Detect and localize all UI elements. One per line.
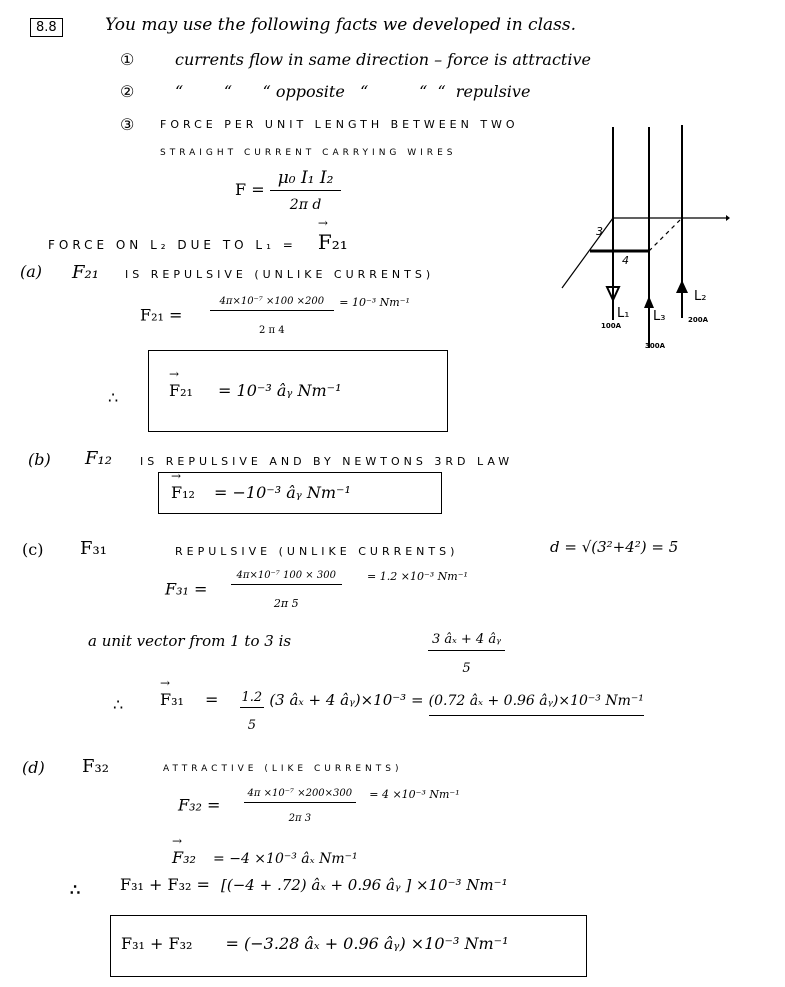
wire-l1-label: L₁: [617, 306, 629, 321]
part-d-sum-eq: F₃₁ + F₃₂ = [(−4 + .72) âₓ + 0.96 âᵧ ] ×…: [120, 875, 508, 894]
part-b-boxed-rhs: = −10⁻³ âᵧ Nm⁻¹: [214, 483, 351, 502]
force-definition: Force on L₂ due to L₁ = F₂₁: [48, 216, 348, 254]
wire-l3-label: L₃: [653, 309, 665, 324]
part-b-statement: is repulsive and by Newtons 3rd law: [140, 455, 514, 468]
wire-l2-current: 200A: [688, 316, 709, 324]
part-a-boxed-rhs: = 10⁻³ âᵧ Nm⁻¹: [218, 381, 342, 400]
part-d-vec-rhs: = −4 ×10⁻³ âₓ Nm⁻¹: [213, 851, 358, 867]
part-d-boxed-eq: F₃₁ + F₃₂ = (−3.28 âₓ + 0.96 âᵧ) ×10⁻³ N…: [121, 934, 509, 953]
part-c-calc-result: = 1.2 ×10⁻³ Nm⁻¹: [367, 570, 468, 583]
part-c-result-coef-den: 5: [247, 718, 257, 733]
part-b-result-box: F₁₂ = −10⁻³ âᵧ Nm⁻¹: [158, 469, 442, 514]
dim-z-label: 3: [596, 225, 603, 238]
part-d-sum-lhs: F₃₁ + F₃₂ =: [120, 875, 210, 894]
part-c-result-lhs: F₃₁: [160, 676, 184, 709]
part-c-calc-den: 2π 5: [273, 597, 299, 610]
dim-x-label: 4: [622, 254, 629, 267]
force-definition-text: Force on L₂ due to L₁ =: [48, 238, 297, 252]
fact-1-text: currents flow in same direction – force …: [175, 50, 591, 69]
force-definition-symbol: F₂₁: [318, 216, 348, 254]
part-a-label: (a): [20, 262, 43, 281]
part-b-symbol: F₁₂: [85, 448, 112, 469]
part-a-symbol: F₂₁: [72, 262, 99, 283]
part-d-boxed-lhs: F₃₁ + F₃₂: [121, 934, 193, 953]
problem-number: 8.8: [30, 18, 63, 37]
part-b-boxed-eq: F₁₂ = −10⁻³ âᵧ Nm⁻¹: [171, 469, 351, 502]
part-c-result-rhs: (0.72 âₓ + 0.96 âᵧ)×10⁻³ Nm⁻¹: [428, 693, 644, 716]
fact-3-marker: ③: [120, 115, 135, 134]
part-b-label: (b): [28, 450, 51, 469]
part-d-sum-rhs: [(−4 + .72) âₓ + 0.96 âᵧ ] ×10⁻³ Nm⁻¹: [221, 876, 508, 894]
part-c-symbol: F₃₁: [80, 538, 107, 559]
part-c-calc-lhs: F₃₁ =: [165, 579, 208, 599]
part-a-calc-num: 4π×10⁻⁷ ×100 ×200: [209, 296, 335, 311]
part-d-label: (d): [22, 758, 45, 777]
wire-l3-current: 300A: [645, 342, 666, 350]
part-d-vec-eq: F₃₂ = −4 ×10⁻³ âₓ Nm⁻¹: [172, 834, 358, 867]
part-d-calc-result: = 4 ×10⁻³ Nm⁻¹: [369, 788, 460, 801]
part-c-unit-vec-den: 5: [462, 661, 471, 676]
part-a-therefore: ∴: [108, 388, 119, 407]
part-b-boxed-lhs: F₁₂: [171, 469, 195, 502]
part-c-statement: repulsive (unlike currents): [175, 545, 459, 558]
part-a-calc-result: = 10⁻³ Nm⁻¹: [339, 296, 410, 309]
wire-l2-label: L₂: [694, 289, 706, 304]
formula-denominator: 2π d: [289, 197, 322, 213]
part-a-calc: F₂₁ = 4π×10⁻⁷ ×100 ×200 2 π 4 = 10⁻³ Nm⁻…: [140, 296, 410, 336]
part-a-boxed-eq: F₂₁ = 10⁻³ âᵧ Nm⁻¹: [169, 367, 342, 400]
part-c-distance: d = √(3²+4²) = 5: [550, 538, 679, 556]
part-a-boxed-lhs: F₂₁: [169, 367, 193, 400]
part-c-label: (c): [22, 540, 44, 559]
fact-2-text: “ “ “ opposite “ “ “ repulsive: [175, 82, 531, 101]
part-d-calc: F₃₂ = 4π ×10⁻⁷ ×200×300 2π 3 = 4 ×10⁻³ N…: [178, 788, 460, 824]
part-c-result-mid: (3 âₓ + 4 âᵧ)×10⁻³ =: [269, 691, 424, 709]
part-d-boxed-rhs: = (−3.28 âₓ + 0.96 âᵧ) ×10⁻³ Nm⁻¹: [225, 934, 509, 953]
arrow-up-icon: [676, 280, 688, 293]
fact-2-marker: ②: [120, 82, 135, 101]
formula-lhs: F =: [235, 180, 265, 199]
fact-3-line2: straight current carrying wires: [160, 148, 457, 158]
formula-numerator: μ₀ I₁ I₂: [269, 168, 342, 191]
wire-diagram: 3 4 L₁ 100A L₃ 300A L₂ 200A: [561, 125, 730, 350]
fact-3-line1: Force per unit length between two: [160, 118, 519, 131]
part-c-unit-vec: 3 âₓ + 4 âᵧ 5: [428, 632, 505, 676]
part-c-result-coef-num: 1.2: [239, 690, 265, 708]
arrow-down-icon: [605, 286, 621, 303]
intro-line: You may use the following facts we devel…: [105, 15, 577, 35]
part-d-calc-num: 4π ×10⁻⁷ ×200×300: [243, 788, 357, 803]
part-c-therefore: ∴: [113, 695, 124, 714]
part-d-calc-den: 2π 3: [288, 813, 312, 824]
part-d-calc-lhs: F₃₂ =: [178, 795, 221, 815]
fact-1-marker: ①: [120, 50, 135, 69]
part-c-calc: F₃₁ = 4π×10⁻⁷ 100 × 300 2π 5 = 1.2 ×10⁻³…: [165, 570, 468, 610]
part-d-symbol: F₃₂: [82, 756, 109, 777]
part-c-unit-vec-num: 3 âₓ + 4 âᵧ: [428, 632, 505, 651]
part-a-calc-lhs: F₂₁ =: [140, 305, 183, 325]
part-d-statement: attractive (like currents): [163, 764, 403, 774]
part-d-therefore: ∴: [70, 880, 81, 899]
part-d-result-box: F₃₁ + F₃₂ = (−3.28 âₓ + 0.96 âᵧ) ×10⁻³ N…: [110, 915, 587, 977]
part-c-result: F₃₁ = 1.2 5 (3 âₓ + 4 âᵧ)×10⁻³ = (0.72 â…: [160, 676, 644, 733]
part-c-calc-num: 4π×10⁻⁷ 100 × 300: [230, 570, 342, 585]
part-a-calc-den: 2 π 4: [259, 325, 285, 336]
part-a-statement: is repulsive (unlike currents): [125, 268, 435, 281]
part-d-vec-lhs: F₃₂: [172, 834, 196, 867]
part-a-result-box: F₂₁ = 10⁻³ âᵧ Nm⁻¹: [148, 350, 448, 432]
wire-l1-current: 100A: [601, 322, 622, 330]
force-formula: F = μ₀ I₁ I₂ 2π d: [235, 168, 342, 213]
arrow-up-icon: [644, 296, 654, 308]
part-c-unit-vec-text: a unit vector from 1 to 3 is: [88, 632, 292, 650]
